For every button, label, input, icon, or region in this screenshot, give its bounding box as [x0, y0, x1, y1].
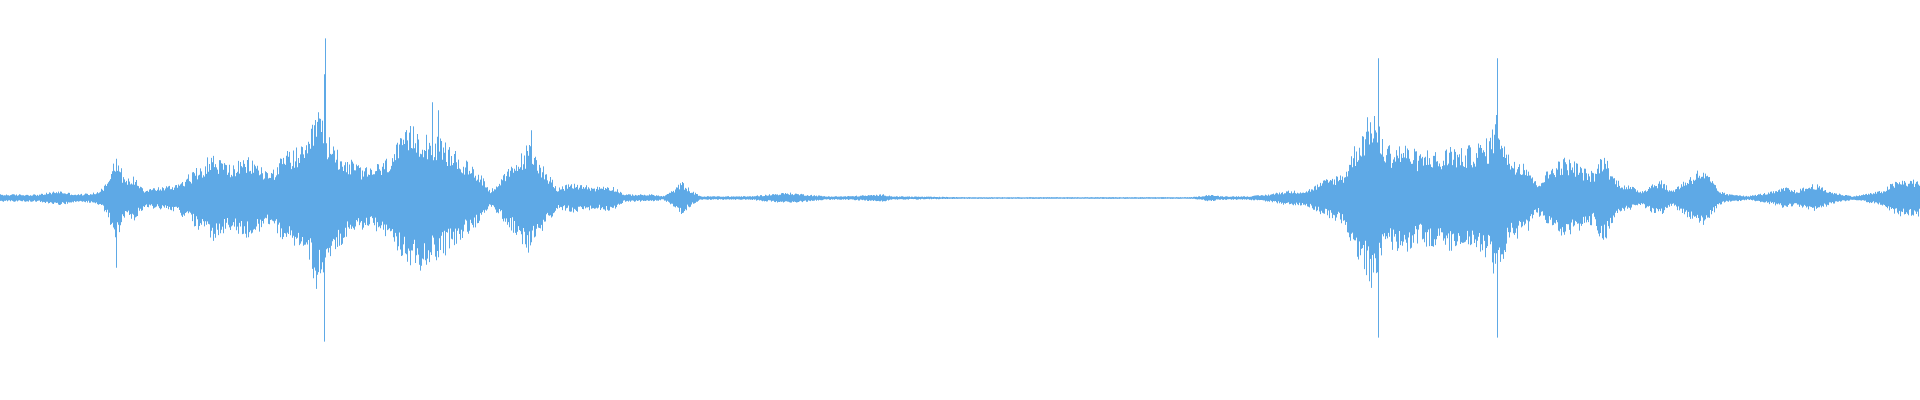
- waveform-samples: [0, 38, 1920, 342]
- waveform-path: [0, 112, 1920, 289]
